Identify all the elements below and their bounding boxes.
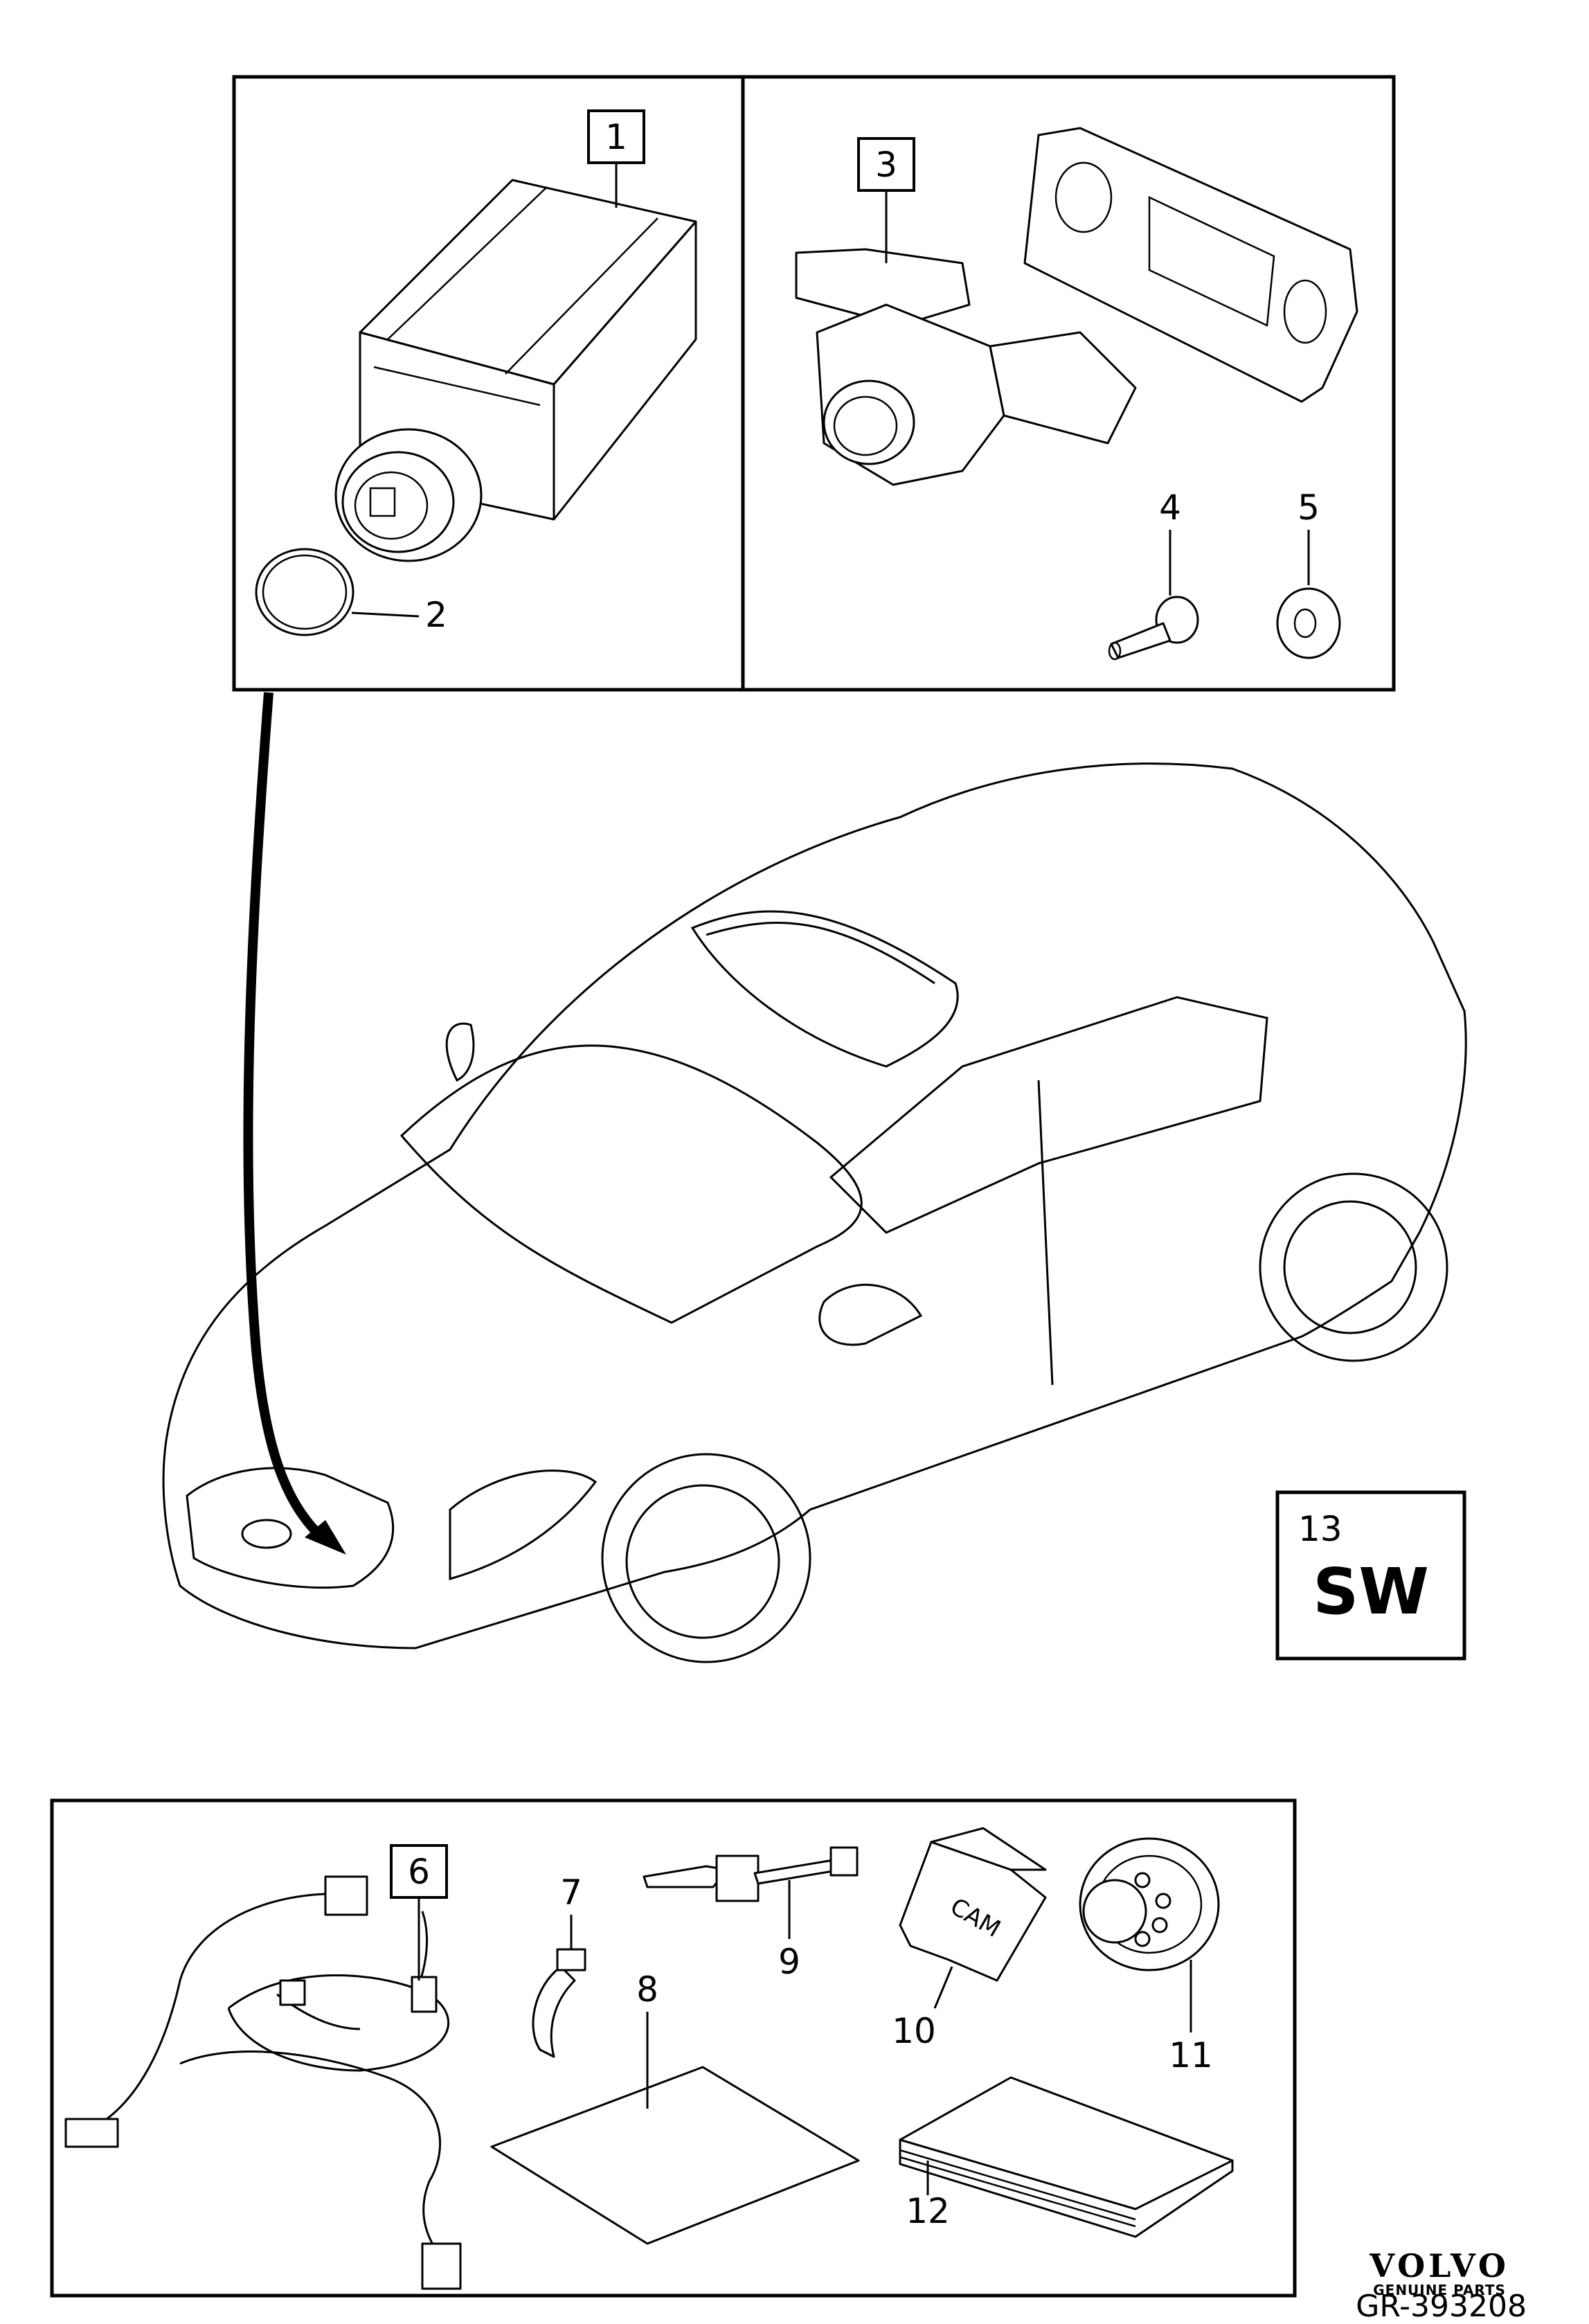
callout-5: 5: [1298, 488, 1320, 528]
callout-3: 3: [875, 145, 897, 185]
sheet-part-8: [490, 2066, 860, 2245]
car-outline: [162, 762, 1467, 1663]
callout-11: 11: [1169, 2035, 1213, 2075]
software-box: [1275, 1490, 1466, 1661]
bottom-panel-frame: [50, 1798, 1297, 2298]
volvo-logo: VOLVO GENUINE PARTS: [1370, 2247, 1509, 2298]
callout-10: 10: [892, 2011, 936, 2051]
clip-strap-part-9: [643, 1846, 859, 1902]
camera-unit-part-1: [334, 179, 697, 562]
software-code: SW: [1313, 1555, 1429, 1629]
diagram-reference: GR-393208: [1356, 2289, 1527, 2324]
brand-logo-text: VOLVO: [1370, 2247, 1509, 2285]
callout-4: 4: [1159, 488, 1181, 528]
washer-part-5: [1276, 587, 1341, 659]
callout-9: 9: [778, 1942, 800, 1982]
callout-1: 1: [605, 117, 627, 157]
brand-subtitle: GENUINE PARTS: [1373, 2282, 1506, 2298]
top-panel-frame: [232, 75, 1396, 692]
arrow-head: [305, 1520, 346, 1555]
cam-module-part-10: CAM: [899, 1827, 1047, 1982]
cable-harness-part-6: [64, 1875, 462, 2290]
screw-part-4: [1108, 596, 1199, 661]
bracket-part-3: [795, 127, 1358, 486]
callout-12: 12: [906, 2191, 950, 2231]
o-ring-part-2: [255, 548, 354, 636]
round-connector-part-11: [1079, 1837, 1220, 1972]
callout-2: 2: [425, 595, 447, 635]
manual-part-12: [899, 2076, 1234, 2238]
callout-6: 6: [408, 1852, 430, 1892]
location-arrow: [243, 692, 329, 1545]
callout-8: 8: [636, 1969, 658, 2010]
callout-7: 7: [560, 1872, 582, 1913]
cable-tie-part-7: [532, 1948, 586, 2058]
callout-13: 13: [1298, 1509, 1343, 1549]
